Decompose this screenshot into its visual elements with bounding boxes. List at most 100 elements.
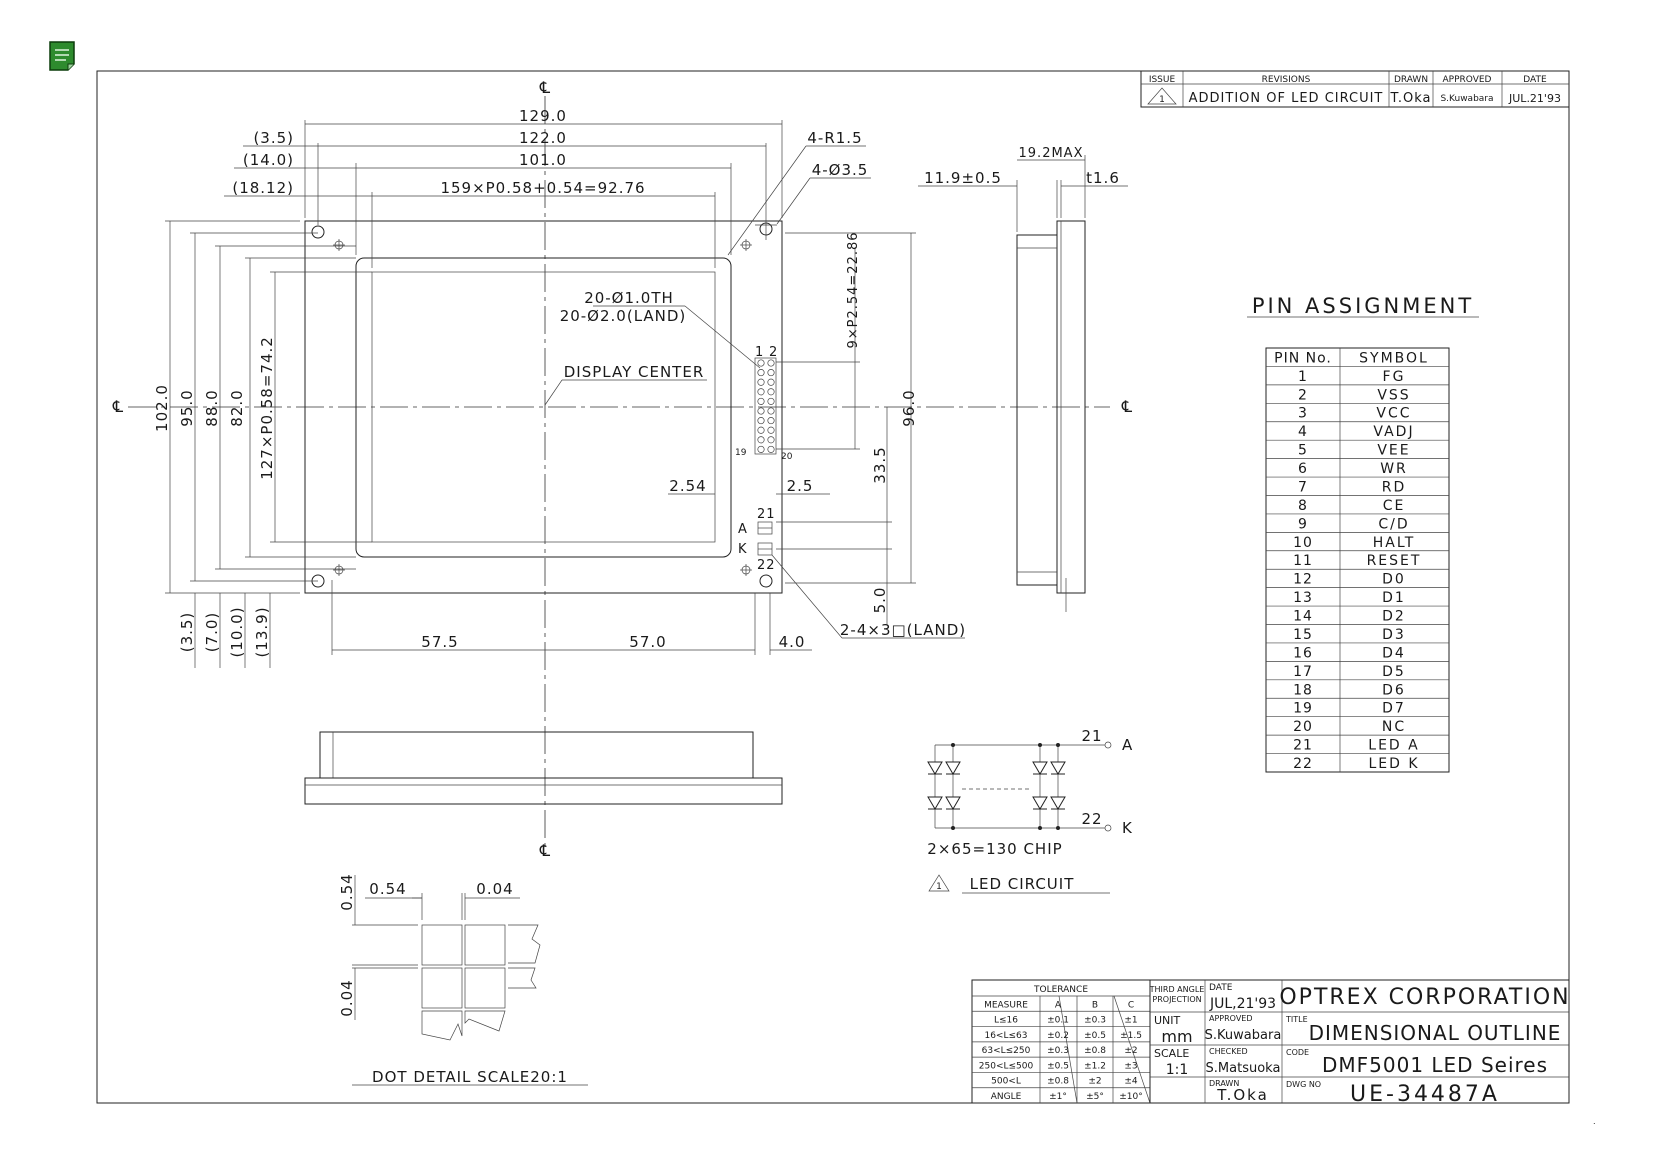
connector-pin <box>757 407 765 415</box>
tolerance-cell: ±3 <box>1124 1061 1137 1071</box>
led-k-label: K <box>738 542 748 557</box>
rev-header-date: DATE <box>1523 75 1547 85</box>
pin-symbol: VCC <box>1376 406 1411 422</box>
tolerance-header: B <box>1092 1000 1098 1010</box>
company-name: OPTREX CORPORATION <box>1279 985 1570 1010</box>
revision-triangle-icon <box>928 874 950 892</box>
connector-pin <box>767 359 775 367</box>
dim-height-82: 82.0 <box>228 389 246 426</box>
pin-assignment-title: PIN ASSIGNMENT <box>1252 294 1474 318</box>
tolerance-cell: ±1.5 <box>1120 1031 1142 1041</box>
connector-pin <box>757 359 765 367</box>
connector-pin <box>767 378 775 386</box>
tolerance-cell: ±0.8 <box>1084 1046 1106 1056</box>
dim-offset-14-0: (14.0) <box>243 151 294 169</box>
document-icon[interactable] <box>49 41 75 71</box>
dim-offset-18-12: (18.12) <box>232 179 294 197</box>
led-circuit: 21 A 22 K 2×65=130 CHIP 1 LED CIRCUIT <box>927 727 1133 894</box>
dim-height-33-5: 33.5 <box>871 446 889 483</box>
pin-symbol: CE <box>1383 498 1406 514</box>
tolerance-header: C <box>1128 1000 1134 1010</box>
tolerance-cell: 63<L≤250 <box>982 1046 1031 1056</box>
connector-pin <box>757 445 765 453</box>
connector-pin <box>757 397 765 405</box>
pin-number: 4 <box>1298 424 1308 440</box>
dim-side-t: t1.6 <box>1086 169 1120 187</box>
connector-pin <box>757 369 765 377</box>
pin-symbol: D5 <box>1382 664 1406 680</box>
connector-outline <box>754 357 777 455</box>
pin-21-label: 21 <box>757 507 776 522</box>
mount-hole <box>311 225 325 239</box>
tolerance-cell: ±0.2 <box>1047 1031 1069 1041</box>
dot-size-v-label: 0.54 <box>338 873 356 910</box>
dim-overall-width: 129.0 <box>519 107 567 125</box>
rev-issue-number: 1 <box>1159 95 1165 105</box>
projection-label: THIRD ANGLE <box>1149 985 1205 994</box>
pin-number: 22 <box>1293 756 1313 772</box>
pin-number: 12 <box>1293 572 1313 588</box>
led-diode-icon <box>945 761 961 775</box>
tolerance-cell: ±0.1 <box>1047 1016 1069 1026</box>
tolerance-cell: 500<L <box>991 1077 1021 1087</box>
connector-pin <box>757 388 765 396</box>
tolerance-cell: 16<L≤63 <box>984 1031 1027 1041</box>
led-a-label: A <box>1122 736 1133 754</box>
led-diode-icon <box>927 796 943 810</box>
side-view: 19.2MAX 11.9±0.5 t1.6 <box>918 146 1128 612</box>
rev-drawn: T.Oka <box>1389 91 1431 106</box>
tolerance-title: TOLERANCE <box>1033 985 1088 995</box>
dot-detail-title: DOT DETAIL SCALE20:1 <box>372 1068 568 1086</box>
led-a-label: A <box>738 522 748 537</box>
led-k-label: K <box>1122 819 1133 837</box>
pin-number: 2 <box>1298 387 1308 403</box>
pin-number: 1 <box>1298 369 1308 385</box>
tolerance-cell: ±2 <box>1088 1077 1101 1087</box>
drawing-code: DMF5001 LED Seires <box>1322 1053 1548 1077</box>
led-issue-mark: 1 <box>936 882 942 892</box>
unit-label: UNIT <box>1154 1014 1181 1027</box>
drawing-border <box>96 70 1570 1104</box>
pin-symbol: LED A <box>1368 738 1419 754</box>
rev-header-issue: ISSUE <box>1149 75 1176 85</box>
led-a-pin: 21 <box>1081 727 1102 745</box>
led-diode-icon <box>1050 761 1066 775</box>
scale-label: SCALE <box>1154 1047 1189 1060</box>
dim-height-95: 95.0 <box>178 389 196 426</box>
tolerance-cell: ±1.2 <box>1084 1061 1106 1071</box>
pin-symbol: D1 <box>1382 590 1406 606</box>
dim-dot-height: 127×P0.58=74.2 <box>258 336 276 480</box>
pin-number: 17 <box>1293 664 1313 680</box>
approved-value: S.Kuwabara <box>1205 1028 1282 1043</box>
rev-date: JUL.21'93 <box>1508 92 1561 105</box>
tolerance-cell: ±2 <box>1124 1046 1137 1056</box>
revisions-table: ISSUE REVISIONS DRAWN APPROVED DATE 1 AD… <box>1140 70 1570 108</box>
connector-pin <box>767 417 775 425</box>
dim-left-57-5: 57.5 <box>421 633 458 651</box>
dim-side-thickness: 19.2MAX <box>1019 146 1084 161</box>
rev-approved: S.Kuwabara <box>1440 94 1493 104</box>
pin-symbol: NC <box>1382 719 1406 735</box>
dim-mount-holes: 4-Ø3.5 <box>812 161 869 179</box>
dim-offset-3-5: (3.5) <box>253 129 294 147</box>
display-center-label: DISPLAY CENTER <box>564 363 705 381</box>
tolerance-cell: ±0.8 <box>1047 1077 1069 1087</box>
led-diode-icon <box>1032 796 1048 810</box>
pin-symbol: D3 <box>1382 627 1406 643</box>
date-label: DATE <box>1209 983 1233 993</box>
led-diode-icon <box>1050 796 1066 810</box>
drawn-label: DRAWN <box>1209 1079 1239 1088</box>
rev-header-drawn: DRAWN <box>1394 75 1428 85</box>
connector-pin <box>757 378 765 386</box>
pin-header-number: PIN No. <box>1274 350 1332 366</box>
bottom-view <box>304 731 783 805</box>
pin-number: 16 <box>1293 645 1313 661</box>
front-view: ℄ ℄ ℄ ℄ 1 2 19 20 21 22 A K <box>112 78 1133 860</box>
led-circuit-title: LED CIRCUIT <box>970 875 1075 893</box>
dim-height-88: 88.0 <box>203 389 221 426</box>
pin-22-label: 22 <box>757 558 776 573</box>
pin-number: 15 <box>1293 627 1313 643</box>
tolerance-cell: ±0.3 <box>1084 1016 1106 1026</box>
led-diode-icon <box>1032 761 1048 775</box>
